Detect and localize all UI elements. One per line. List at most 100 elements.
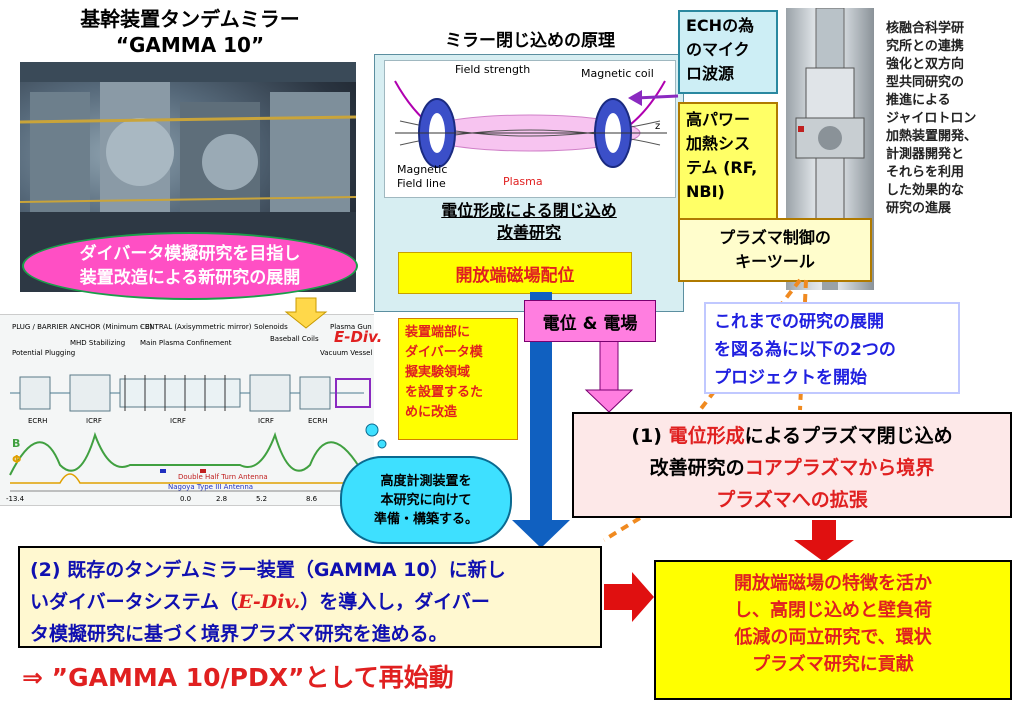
proj1-mid1: によるプラズマ閉じ込め [744,425,953,447]
sch-solenoids: Solenoids [254,323,288,331]
proj1-line3: プラズマへの拡張 [716,489,868,511]
label-plasma: Plasma [503,175,543,188]
div-note-line: ダイバータ模 [405,345,483,360]
sch-central: CENTRAL (Axisymmetric mirror) [140,323,252,331]
mirror-subtitle-line2: 改善研究 [496,223,561,242]
sch-tick: 0.0 [180,495,191,503]
sch-tick: -13.4 [6,495,25,503]
note-line: 究所との連携 [886,39,964,54]
sch-plasma-gun: Plasma Gun [330,323,372,331]
div-note-line: を設置するた [405,385,484,400]
divertor-goal-ellipse: ダイバータ模擬研究を目指し 装置改造による新研究の展開 [22,232,358,300]
sch-b-label: B [12,437,20,450]
projects-intro-box: これまでの研究の展開 を図る為に以下の2つの プロジェクトを開始 [704,302,960,394]
sch-phi-label: Φ [12,453,21,466]
proj1-red2: コアプラズマから境界 [744,457,935,479]
proj2-line3: タ模擬研究に基づく境界プラズマ研究を進める。 [30,623,448,645]
orange-dashed-arrow-3 [602,516,642,542]
note-line: 推進による [886,93,951,108]
proj1-line1: (1) 電位形成によるプラズマ閉じ込め [574,420,1010,452]
red-right-arrow-shaft [604,584,634,610]
label-field-strength: Field strength [455,63,530,76]
proj2-line2: いダイバータシステム（E-Div.）を導入し，ダイバー [30,586,590,618]
ellipse-line1: ダイバータ模擬研究を目指し [79,244,301,264]
rf-line4: NBI) [686,182,725,201]
mirror-title: ミラー閉じ込めの原理 [445,31,615,51]
mirror-diagram: Field strength Magnetic coil Magnetic Fi… [384,60,676,198]
tool-line1: プラズマ制御の [719,228,831,247]
divertor-modification-note: 装置端部に ダイバータ模 擬実験領域 を設置するた めに改造 [398,318,518,440]
result-line: し、高閉じ込めと壁負荷 [734,600,932,621]
sch-tick: 8.6 [306,495,318,503]
label-magnetic: Magnetic [397,163,447,176]
note-line: ジャイロトロン [886,111,977,126]
proj2-ediv: E-Div. [238,591,301,613]
note-line: 核融合科学研 [886,21,965,36]
gyrotron-graphic [795,8,865,290]
intro-line3: プロジェクトを開始 [714,368,867,388]
cloud-line1: 高度計測装置を [380,473,472,489]
result-line: 開放端磁場の特徴を活か [734,573,932,594]
schematic-graphic: PLUG / BARRIER ANCHOR (Minimum - B) CENT… [6,323,372,503]
ech-line1: ECHの為 [686,16,755,35]
pink-arrow-shaft [599,339,619,393]
note-line: した効果的な [886,183,965,198]
ellipse-line2: 装置改造による新研究の展開 [79,268,301,288]
proj1-line2a: 改善研究の [649,457,745,479]
e-div-label: E-Div. [334,328,383,346]
note-line: 強化と双方向 [886,57,965,72]
div-note-line: 擬実験領域 [405,365,471,380]
cloud-line2: 本研究に向けて [380,492,472,508]
rf-line2: 加熱シス [686,134,751,153]
project-1-box: (1) 電位形成によるプラズマ閉じ込め 改善研究のコアプラズマから境界 プラズマ… [572,412,1012,518]
blue-arrow-head [512,520,570,548]
div-note-line: 装置端部に [405,325,471,340]
note-line: 計測器開発と [886,147,965,162]
sch-potential-plugging: Potential Plugging [12,349,75,357]
ech-source-box: ECHの為 のマイク ロ波源 [678,10,778,94]
sch-icrf-mid: ICRF [170,417,186,425]
sch-ecrh-left: ECRH [28,417,47,425]
sch-icrf-left: ICRF [86,417,102,425]
sch-baseball: Baseball Coils [270,335,319,343]
red-down-arrow-head [794,540,854,562]
note-line: それらを利用 [886,165,965,180]
open-end-field-box: 開放端磁場配位 [398,252,632,294]
potential-field-box: 電位 & 電場 [524,300,656,342]
note-line: 研究の進展 [886,201,952,216]
sch-icrf-right: ICRF [258,417,274,425]
sch-main-plasma: Main Plasma Confinement [140,339,232,347]
diagnostics-cloud: 高度計測装置を 本研究に向けて 準備・構築する。 [340,456,512,544]
collaboration-note: 核融合科学研 究所との連携 強化と双方向 型共同研究の 推進による ジャイロトロ… [886,20,1016,218]
sch-nagoya: Nagoya Type III Antenna [168,483,253,491]
sch-tick: 5.2 [256,495,267,503]
left-title-line1: 基幹装置タンデムミラー [80,7,300,31]
rf-line1: 高パワー [686,110,751,129]
sch-plug: PLUG / BARRIER [12,323,68,331]
rf-line3: テム (RF, [686,158,758,177]
result-box: 開放端磁場の特徴を活か し、高閉じ込めと壁負荷 低減の両立研究で、環状 プラズマ… [654,560,1012,700]
note-line: 型共同研究の [886,75,965,90]
sch-double-half: Double Half Turn Antenna [178,473,268,481]
ech-line2: のマイク [686,40,750,59]
sch-vacuum-vessel: Vacuum Vessel [320,349,372,357]
mirror-subtitle: 電位形成による閉じ込め 改善研究 [384,200,674,244]
tool-line2: キーツール [735,252,815,271]
result-line: 低減の両立研究で、環状 [734,627,932,648]
sch-mhd: MHD Stabilizing [70,339,125,347]
ech-line3: ロ波源 [686,64,735,83]
sch-tick: 2.8 [216,495,227,503]
proj1-prefix: (1) [631,425,669,447]
proj2-line2a: いダイバータシステム（ [30,591,239,613]
cloud-bubble [377,439,387,449]
note-line: 加熱装置開発、 [886,129,978,144]
proj2-line2c: ）を導入し，ダイバー [300,591,490,613]
label-z: z [655,121,660,132]
gamma10-schematic: PLUG / BARRIER ANCHOR (Minimum - B) CENT… [0,314,374,506]
plasma-control-tool-box: プラズマ制御の キーツール [678,218,872,282]
proj1-line2: 改善研究のコアプラズマから境界 [574,452,1010,484]
project-2-box: (2) 既存のタンデムミラー装置（GAMMA 10）に新し いダイバータシステム… [18,546,602,648]
intro-line2: を図る為に以下の2つの [714,340,896,360]
sch-ecrh-right: ECRH [308,417,327,425]
pink-arrow-head [584,389,634,413]
